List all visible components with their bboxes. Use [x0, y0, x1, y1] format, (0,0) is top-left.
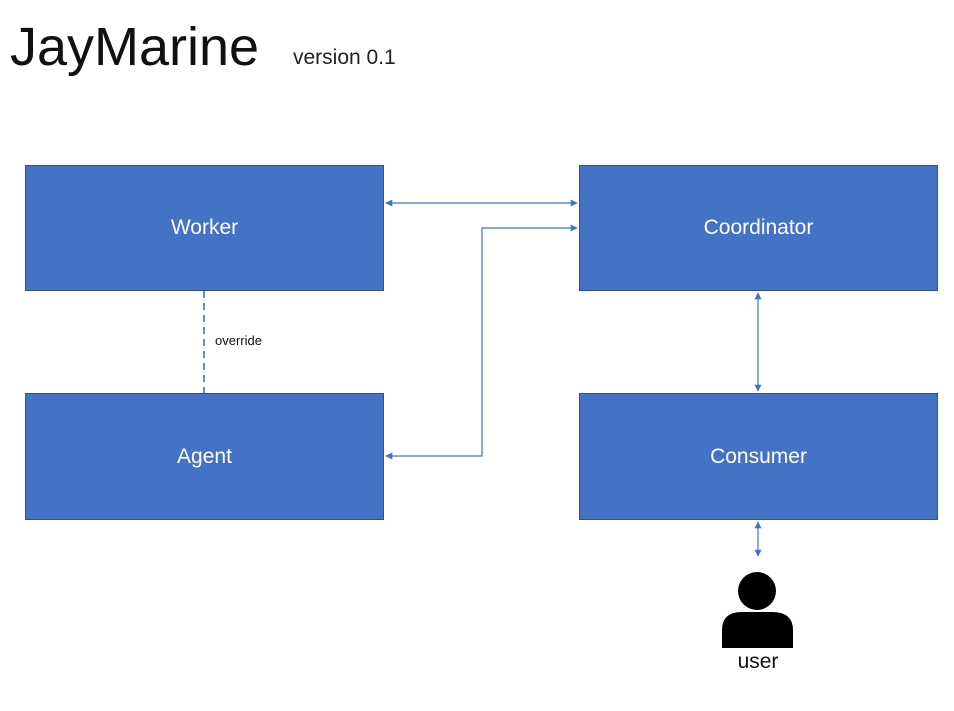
consumer-node-label: Consumer — [710, 444, 807, 468]
person-icon — [722, 572, 793, 648]
worker-node[interactable]: Worker — [25, 165, 384, 291]
version-label: version 0.1 — [293, 46, 396, 69]
user-label: user — [737, 650, 779, 673]
worker-node-label: Worker — [170, 216, 239, 239]
page-title: JayMarine — [10, 17, 260, 77]
consumer-node[interactable]: Consumer — [579, 393, 938, 520]
agent-coordinator-connector — [385, 224, 578, 460]
agent-node[interactable]: Agent — [25, 393, 384, 520]
override-label: override — [215, 333, 262, 348]
agent-node-label: Agent — [177, 444, 232, 468]
coordinator-node[interactable]: Coordinator — [579, 165, 938, 291]
coordinator-node-label: Coordinator — [703, 216, 814, 239]
